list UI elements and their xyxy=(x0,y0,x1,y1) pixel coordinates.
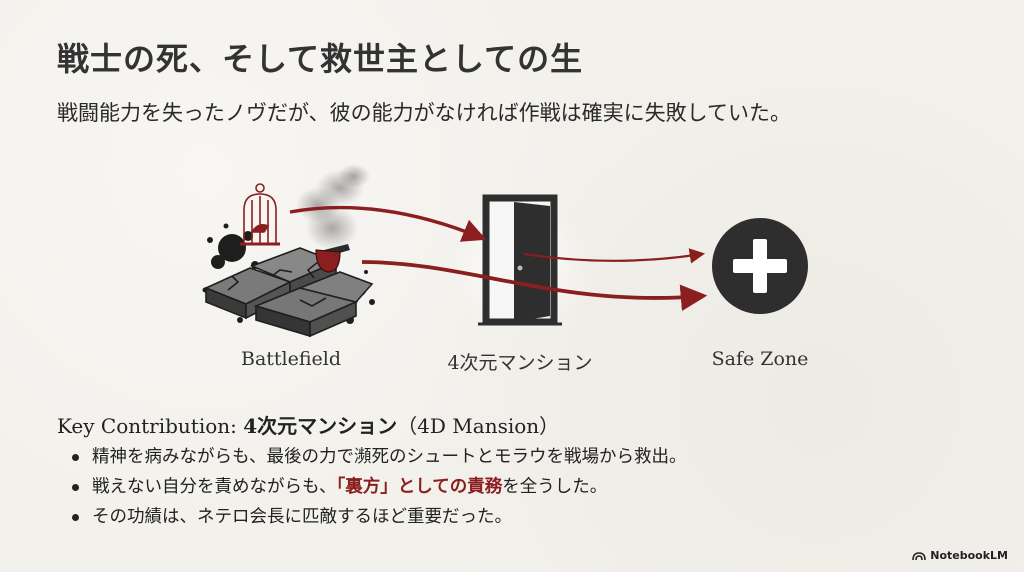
pipe-icon xyxy=(315,244,350,273)
door-icon xyxy=(450,194,590,335)
slide-subtitle: 戦闘能力を失ったノヴだが、彼の能力がなければ作戦は確実に失敗していた。 xyxy=(57,101,791,125)
bullet-text: 精神を病みながらも、最後の力で瀕死のシュートとモラウを戦場から救出。 xyxy=(92,447,687,467)
bullet-item: 戦えない自分を責めながらも、「裏方」としての責務を全うした。 xyxy=(68,472,686,502)
birdcage-icon xyxy=(240,183,280,246)
bullet-text-after: を全うした。 xyxy=(502,477,608,497)
node-label-safe-zone: Safe Zone xyxy=(711,348,809,370)
bullet-dot-icon xyxy=(72,514,79,521)
battlefield-illustration xyxy=(202,164,375,338)
bullet-dot-icon xyxy=(72,454,79,461)
contribution-heading-suffix: （4D Mansion） xyxy=(397,414,560,438)
safe-zone-cross-icon xyxy=(712,218,808,314)
contribution-bullet-list: 精神を病みながらも、最後の力で瀕死のシュートとモラウを戦場から救出。 戦えない自… xyxy=(68,442,686,532)
bullet-dot-icon xyxy=(72,484,79,491)
arrow-mansion-to-safezone xyxy=(523,248,706,264)
bullet-text: その功績は、ネテロ会長に匹敵するほど重要だった。 xyxy=(92,507,512,527)
node-label-4d-mansion: 4次元マンション xyxy=(447,352,593,374)
bullet-emphasis: 「裏方」としての責務 xyxy=(336,477,503,497)
arrow-battlefield-to-safezone xyxy=(361,260,708,312)
contribution-heading-highlight: 4次元マンション xyxy=(243,414,398,438)
brand-label: NotebookLM xyxy=(930,549,1008,562)
arrow-battlefield-to-mansion xyxy=(289,205,487,242)
contribution-heading-prefix: Key Contribution: xyxy=(57,414,244,438)
bullet-item: 精神を病みながらも、最後の力で瀕死のシュートとモラウを戦場から救出。 xyxy=(68,442,686,472)
node-label-battlefield: Battlefield xyxy=(240,348,342,370)
contribution-heading: Key Contribution: 4次元マンション（4D Mansion） xyxy=(57,410,559,439)
notebooklm-brand: NotebookLM xyxy=(912,549,1008,562)
bullet-item: その功績は、ネテロ会長に匹敵するほど重要だった。 xyxy=(68,502,686,532)
slide-title: 戦士の死、そして救世主としての生 xyxy=(57,40,584,78)
notebooklm-logo-icon xyxy=(912,551,927,560)
bullet-text: 戦えない自分を責めながらも、 xyxy=(92,477,337,497)
flow-arrows xyxy=(289,205,708,312)
smoke-icon xyxy=(296,164,370,250)
